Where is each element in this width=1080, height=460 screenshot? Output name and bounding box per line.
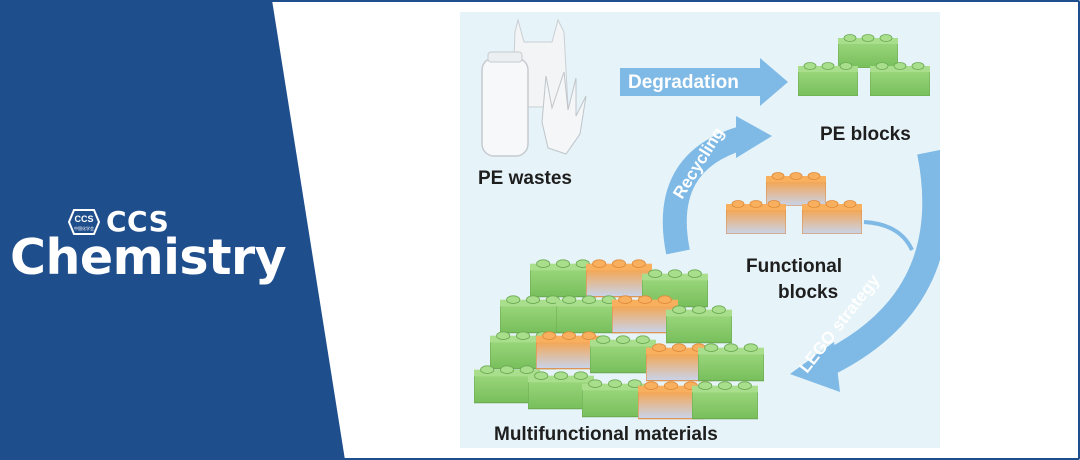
lego-arrow-head-icon — [790, 342, 840, 392]
badge-text: CCS — [74, 214, 93, 224]
recycling-arrow — [662, 126, 746, 255]
brand-ccs-text: CCS — [106, 205, 170, 238]
ccs-badge-icon: CCS 中国化学会 — [68, 209, 100, 235]
pe-wastes-image — [481, 18, 587, 157]
badge-subtext: 中国化学会 — [74, 225, 94, 231]
functional-connector — [863, 220, 914, 251]
brand-chemistry-text: Chemistry — [10, 229, 287, 286]
lego-strategy-arrow — [814, 150, 940, 379]
multifunctional-materials-label: Multifunctional materials — [494, 424, 718, 445]
brand-logo: CCS 中国化学会 CCS Chemistry — [10, 208, 310, 284]
pe-wastes-label: PE wastes — [478, 168, 572, 189]
degradation-arrow: Degradation — [620, 58, 788, 106]
lego-strategy-diagram: PE wastes Degradation PE blocks LEGO str… — [460, 12, 940, 448]
brand-panel — [0, 0, 345, 460]
functional-blocks-label-line1: Functional — [746, 256, 842, 277]
pe-blocks-label: PE blocks — [820, 124, 911, 145]
functional-blocks-label-line2: blocks — [778, 282, 838, 303]
degradation-label: Degradation — [628, 72, 739, 93]
recycling-arrow-head-icon — [736, 116, 772, 158]
